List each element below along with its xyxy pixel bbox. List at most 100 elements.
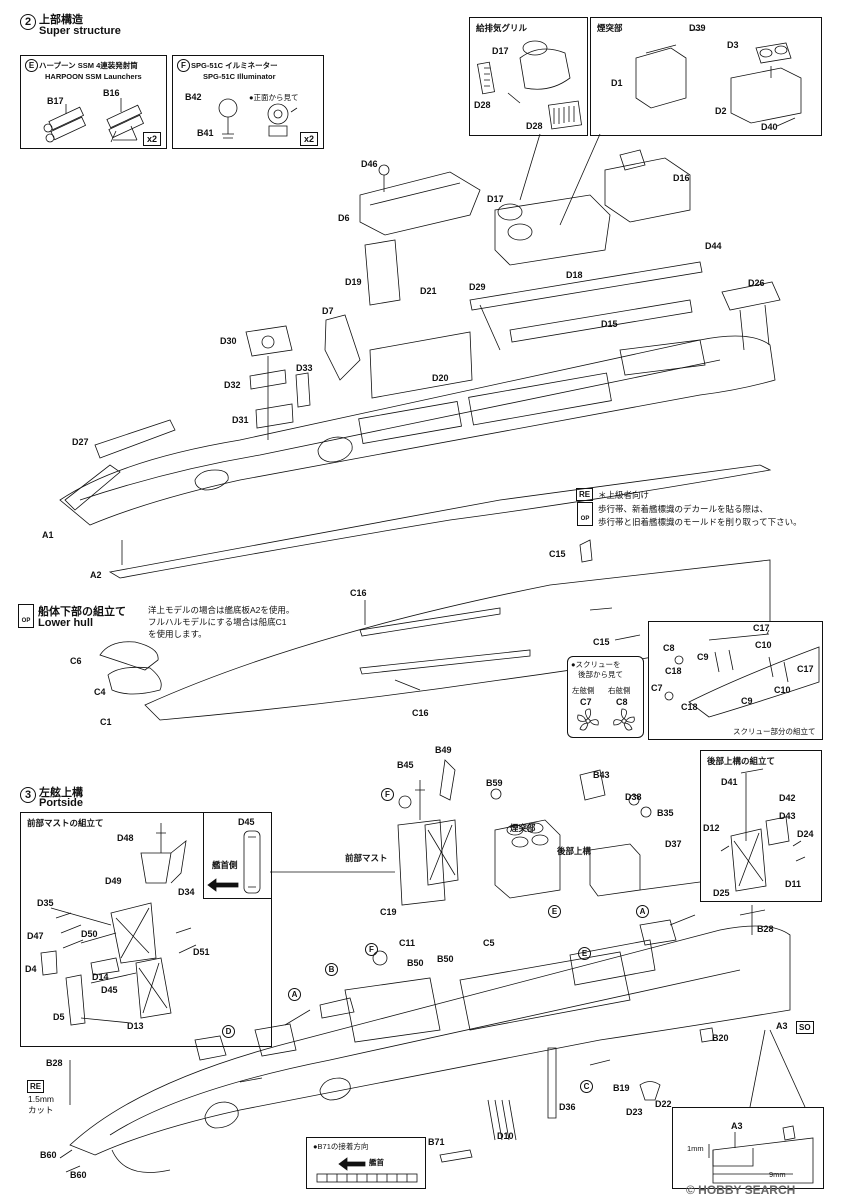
part-B20: B20 <box>712 1033 729 1043</box>
part-C15: C15 <box>549 549 566 559</box>
part-A2: A2 <box>90 570 102 580</box>
illuminator-title: SPG-51C イルミネーター <box>191 61 278 70</box>
part-D45: D45 <box>101 985 118 995</box>
part-C4: C4 <box>94 687 106 697</box>
part-B50b: B50 <box>437 954 454 964</box>
b71-note-box: ●B71の接着方向 艦首 <box>306 1137 426 1189</box>
so-badge: SO <box>796 1021 814 1034</box>
grill-drawing <box>477 40 582 130</box>
lower-hull-op-label: OP <box>21 618 31 624</box>
callout-f-2: F <box>365 943 378 956</box>
harpoon-title: ハープーン SSM 4連装発射筒 <box>39 61 138 70</box>
callout-a-1: A <box>636 905 649 918</box>
part-D11: D11 <box>785 879 802 889</box>
lower-hull-title-en: Lower hull <box>38 617 93 629</box>
a3-detail-drawing <box>708 1125 814 1184</box>
superstructure-drawing <box>59 133 781 579</box>
grill-title: 給排気グリル <box>476 23 528 33</box>
part-C9b: C9 <box>741 696 753 706</box>
callout-f: F <box>177 59 190 72</box>
op-icon: OP <box>577 502 593 526</box>
aft-super-label: 後部上構 <box>557 846 592 856</box>
re-note-line1: ＊上級者向け <box>598 490 650 500</box>
harpoon-box: E ハープーン SSM 4連装発射筒 HARPOON SSM Launchers… <box>20 55 167 149</box>
part-C16b: C16 <box>412 708 429 718</box>
part-D1: D1 <box>611 78 623 88</box>
part-D34: D34 <box>178 887 195 897</box>
qty-badge: x2 <box>143 132 162 146</box>
funnel-box: 煙突部 D39 D3 D1 D2 D40 <box>590 17 822 136</box>
callout-e-1: E <box>548 905 561 918</box>
funnel-title: 煙突部 <box>597 23 623 33</box>
part-D28b: D28 <box>526 121 543 131</box>
harpoon-title-en: HARPOON SSM Launchers <box>45 72 142 81</box>
re-note-line2: 歩行帯、新着艦標識のデカールを貼る際は、 <box>598 504 769 514</box>
grill-box: 給排気グリル D17 D28 D28 <box>469 17 588 136</box>
screw-view-note2: 後部から見て <box>578 670 623 679</box>
part-A3: A3 <box>776 1021 788 1031</box>
part-D32: D32 <box>224 380 241 390</box>
part-C6: C6 <box>70 656 82 666</box>
part-D17-main: D17 <box>487 194 504 204</box>
part-C10b: C10 <box>774 685 791 695</box>
part-D35: D35 <box>37 898 54 908</box>
harpoon-drawing <box>43 98 145 143</box>
part-D24: D24 <box>797 829 814 839</box>
lower-hull-note1: 洋上モデルの場合は艦底板A2を使用。 <box>148 605 295 615</box>
b71-note-drawing <box>316 1157 418 1183</box>
part-C18: C18 <box>665 666 682 676</box>
part-D25: D25 <box>713 888 730 898</box>
part-C17b: C17 <box>797 664 814 674</box>
step3-title-jp: 左舷上構 <box>39 787 83 799</box>
part-B17: B17 <box>47 96 64 106</box>
portside-drawing <box>59 759 791 1173</box>
aft-super-drawing <box>720 768 806 892</box>
re-cut-badge: RE <box>27 1080 45 1093</box>
part-B60b: B60 <box>70 1170 87 1180</box>
callout-e: E <box>25 59 38 72</box>
illuminator-title-en: SPG-51C Illuminator <box>203 72 276 81</box>
part-B50: B50 <box>407 958 424 968</box>
part-C7: C7 <box>651 683 663 693</box>
part-C8-screw: C8 <box>616 697 628 707</box>
part-D23: D23 <box>626 1107 643 1117</box>
part-D47: D47 <box>27 931 44 941</box>
part-C10: C10 <box>755 640 772 650</box>
b71-note-line1: ●B71の接着方向 <box>313 1142 369 1151</box>
starboard-label: 右舷側 <box>608 686 631 695</box>
part-C17: C17 <box>753 623 770 633</box>
part-C8: C8 <box>663 643 675 653</box>
lower-hull-note2: フルハルモデルにする場合は船底C1 <box>148 617 287 627</box>
part-D31: D31 <box>232 415 249 425</box>
part-C15b: C15 <box>593 637 610 647</box>
propeller-icons <box>577 708 635 731</box>
part-D27: D27 <box>72 437 89 447</box>
lower-hull-op-icon: OP <box>18 604 34 628</box>
part-D44: D44 <box>705 241 722 251</box>
part-D18: D18 <box>566 270 583 280</box>
illuminator-box: F SPG-51C イルミネーター SPG-51C Illuminator B4… <box>172 55 324 149</box>
step2-title-jp: 上部構造 <box>39 14 83 26</box>
part-D37: D37 <box>665 839 682 849</box>
callout-d: D <box>222 1025 235 1038</box>
part-B19: B19 <box>613 1083 630 1093</box>
direction-drawing <box>207 830 261 894</box>
part-D39: D39 <box>689 23 706 33</box>
part-B60: B60 <box>40 1150 57 1160</box>
part-B45: B45 <box>397 760 414 770</box>
part-C18b: C18 <box>681 702 698 712</box>
callout-c: C <box>580 1080 593 1093</box>
watermark: © HOBBY SEARCH <box>686 1183 796 1197</box>
b71-note-line2: 艦首 <box>369 1158 384 1167</box>
re-badge: RE <box>576 488 594 501</box>
callout-f-1: F <box>381 788 394 801</box>
part-D40: D40 <box>761 122 778 132</box>
screw-view-note1: ●スクリューを <box>571 660 621 669</box>
part-B16: B16 <box>103 88 120 98</box>
a3-detail-box: A3 1mm 9mm <box>672 1107 824 1189</box>
part-C9: C9 <box>697 652 709 662</box>
part-D16: D16 <box>673 173 690 183</box>
screw-caption: スクリュー部分の組立て <box>733 727 816 736</box>
fore-mast-label: 前部マスト <box>345 853 388 863</box>
part-B41: B41 <box>197 128 214 138</box>
